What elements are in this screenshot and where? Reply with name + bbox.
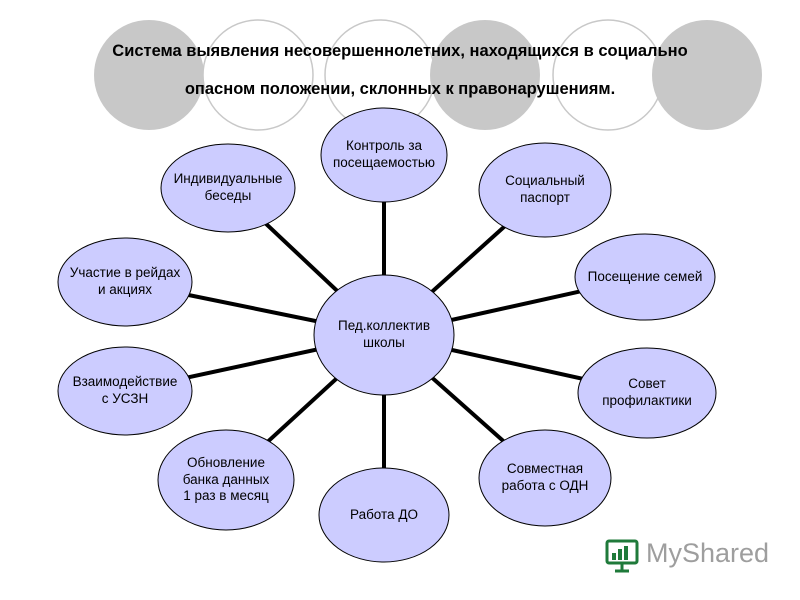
node-label-besedy: Индивидуальные беседы <box>161 144 295 232</box>
background-circles <box>94 19 762 131</box>
node-bank <box>157 429 295 531</box>
background-circle <box>552 19 664 131</box>
background-circle <box>202 19 314 131</box>
node-label-besedy-text: Индивидуальные беседы <box>173 171 283 203</box>
node-reidy <box>57 237 193 327</box>
center-node-label: Пед.коллектив школы <box>314 275 454 395</box>
node-besedy <box>160 143 296 233</box>
node-label-reidy: Участие в рейдах и акциях <box>58 238 192 326</box>
node-label-reidy-text: Участие в рейдах и акциях <box>69 265 181 297</box>
node-label-bank-text: Обновление банка данных 1 раз в месяц <box>182 454 270 504</box>
node-label-kontrol-text: Контроль за посещаемостью <box>332 138 436 170</box>
node-label-semei-text: Посещение семей <box>587 268 703 284</box>
node-do <box>318 467 450 563</box>
center-node-label-text: Пед.коллектив школы <box>337 318 431 350</box>
node-sovet <box>577 347 717 439</box>
title-line-2: опасном положении, склонных к правонаруш… <box>184 80 616 98</box>
node-label-pasport: Социальный паспорт <box>479 143 611 237</box>
node-label-kontrol: Контроль за посещаемостью <box>321 108 447 202</box>
node-label-do: Работа ДО <box>319 468 449 562</box>
node-semei <box>574 233 716 321</box>
node-label-do-text: Работа ДО <box>350 506 418 522</box>
title-line-1: Система выявления несовершеннолетних, на… <box>112 42 688 60</box>
node-uszn <box>57 346 193 436</box>
node-shapes <box>57 107 717 563</box>
node-label-bank: Обновление банка данных 1 раз в месяц <box>158 430 294 530</box>
node-odn <box>478 429 612 527</box>
node-label-sovet: Совет профилактики <box>578 348 716 438</box>
background-circle <box>652 20 762 130</box>
node-label-sovet-text: Совет профилактики <box>602 376 692 408</box>
node-label-uszn-text: Взаимодействие с УСЗН <box>72 374 178 406</box>
presentation-screen-icon <box>605 539 639 573</box>
node-label-odn-text: Совместная работа с ОДН <box>501 461 589 493</box>
node-label-semei: Посещение семей <box>575 234 715 320</box>
watermark-text: MyShared <box>646 538 770 568</box>
node-pasport <box>478 142 612 238</box>
node-label-uszn: Взаимодействие с УСЗН <box>58 347 192 435</box>
center-node <box>313 274 455 396</box>
node-label-pasport-text: Социальный паспорт <box>505 173 585 205</box>
watermark-logo: MyShared <box>604 535 774 575</box>
node-label-odn: Совместная работа с ОДН <box>479 430 611 526</box>
background-circle <box>430 20 540 130</box>
background-circle <box>94 20 204 130</box>
node-kontrol <box>320 107 448 203</box>
